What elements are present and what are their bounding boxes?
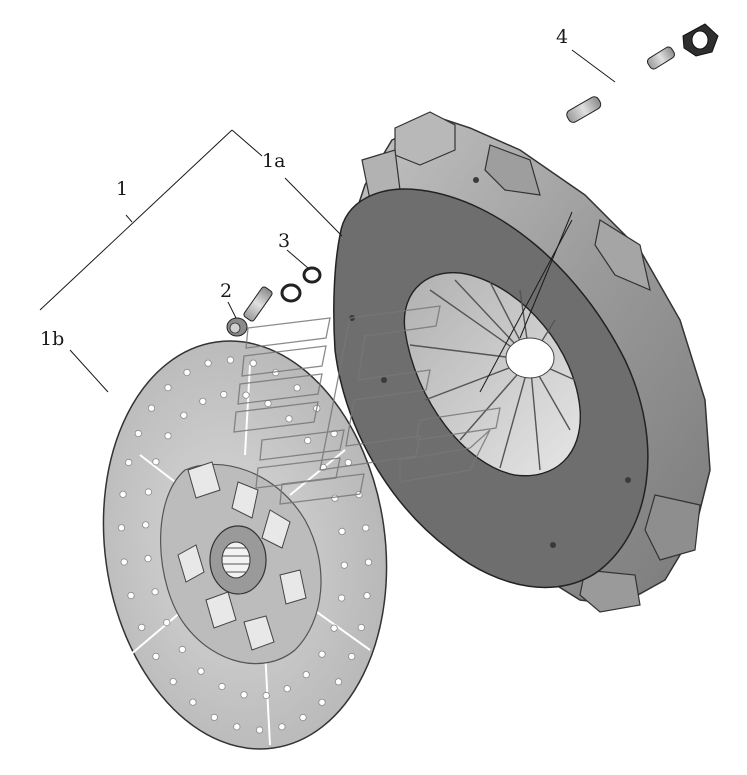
callout-2: 2	[220, 280, 233, 302]
cover-holes	[349, 177, 631, 548]
spline-teeth	[223, 547, 249, 573]
callout-3: 3	[278, 230, 291, 252]
disc-rivet	[242, 391, 250, 399]
disc-rivet	[249, 359, 257, 367]
disc-rivet	[302, 671, 310, 679]
disc-rivet	[119, 490, 127, 498]
disc-rivet	[147, 404, 156, 412]
bolt-and-washers	[226, 266, 322, 337]
leader-2	[227, 301, 237, 319]
disc-rivet	[164, 432, 172, 440]
clutch-disc	[102, 340, 388, 750]
disc-rivet	[362, 524, 370, 532]
disc-rivet	[240, 691, 248, 699]
disc-rivet	[293, 384, 301, 392]
damper-springs	[177, 461, 307, 651]
disc-rivet	[142, 521, 150, 529]
leader-3	[286, 249, 309, 269]
washer-spring	[302, 266, 322, 284]
leader-1b	[69, 349, 109, 393]
disc-rivet	[334, 678, 343, 686]
disc-rivet	[180, 411, 188, 419]
cover-lug-top-right	[484, 144, 541, 196]
disc-rivet	[226, 356, 234, 364]
disc-rivet	[152, 652, 160, 661]
callout-1a: 1a	[262, 150, 286, 172]
bolt-head-face	[229, 322, 241, 334]
disc-rivet	[255, 726, 264, 734]
disc-rivet	[127, 591, 135, 600]
disc-rivet	[164, 384, 172, 392]
disc-rivet	[134, 429, 142, 438]
disc-rivet	[262, 691, 270, 700]
disc-rivet	[144, 554, 152, 563]
diaphragm-center	[505, 337, 555, 379]
leader-cover-axis-2	[479, 219, 573, 393]
disc-rivet	[220, 390, 228, 399]
disc-rivet	[138, 623, 146, 632]
leader-1-stub	[125, 214, 133, 223]
disc-rivet	[197, 667, 205, 675]
disc-rivet	[199, 397, 207, 405]
disc-rivet	[283, 685, 291, 693]
disc-rivet	[330, 624, 338, 632]
disc-rivet	[344, 458, 352, 467]
disc-rivet	[318, 650, 326, 658]
disc-rivet	[264, 399, 272, 408]
disc-rivet	[218, 682, 226, 691]
logo-watermark-icon	[233, 305, 501, 505]
disc-rivet	[318, 698, 326, 706]
disc-rivet	[178, 645, 186, 654]
disc-rivet	[233, 723, 241, 731]
disc-rivet	[120, 558, 128, 566]
spline-bore	[221, 541, 251, 579]
bolt-shank	[243, 286, 273, 322]
disc-rivet	[169, 677, 177, 686]
disc-rivet	[151, 588, 159, 596]
disc-rivet	[278, 723, 286, 731]
disc-rivet	[338, 527, 346, 536]
pin-short	[566, 96, 602, 123]
disc-rivet	[340, 561, 348, 569]
leader-1-left	[39, 129, 233, 311]
leader-4	[571, 49, 616, 83]
disc-rivet	[163, 618, 171, 627]
disc-rivet	[363, 592, 371, 600]
disc-rivet	[337, 594, 346, 602]
washer-flat	[280, 283, 302, 303]
leader-1-bracket	[231, 129, 263, 157]
callout-4: 4	[556, 26, 569, 48]
disc-rivet	[304, 436, 312, 445]
cover-lug-bottom	[579, 569, 641, 613]
leader-lines	[39, 49, 616, 393]
disc-rivet	[364, 558, 373, 566]
disc-rivet	[189, 698, 197, 706]
disc-rivet	[285, 415, 293, 423]
disc-rivet	[348, 652, 356, 661]
callout-1b: 1b	[40, 328, 65, 350]
bushing-bore	[691, 30, 709, 50]
disc-rivet	[204, 359, 212, 367]
disc-rivet	[144, 488, 152, 496]
pin-long	[646, 46, 676, 70]
pressure-plate-cover	[333, 111, 711, 613]
disc-rivet	[210, 713, 218, 722]
disc-rivet	[152, 458, 160, 466]
cover-lug-right	[594, 219, 651, 292]
release-bearing-parts	[566, 23, 719, 123]
disc-rivet	[117, 524, 126, 532]
disc-rivet	[299, 713, 307, 722]
leader-1a	[284, 177, 343, 237]
disc-rivet	[125, 458, 133, 467]
leader-cover-axis-1	[519, 211, 573, 339]
disc-rivet	[331, 494, 339, 502]
disc-rivet	[183, 368, 191, 377]
callout-1: 1	[116, 178, 129, 200]
disc-rivet	[357, 623, 365, 632]
cover-lug-lower-right	[644, 494, 701, 561]
